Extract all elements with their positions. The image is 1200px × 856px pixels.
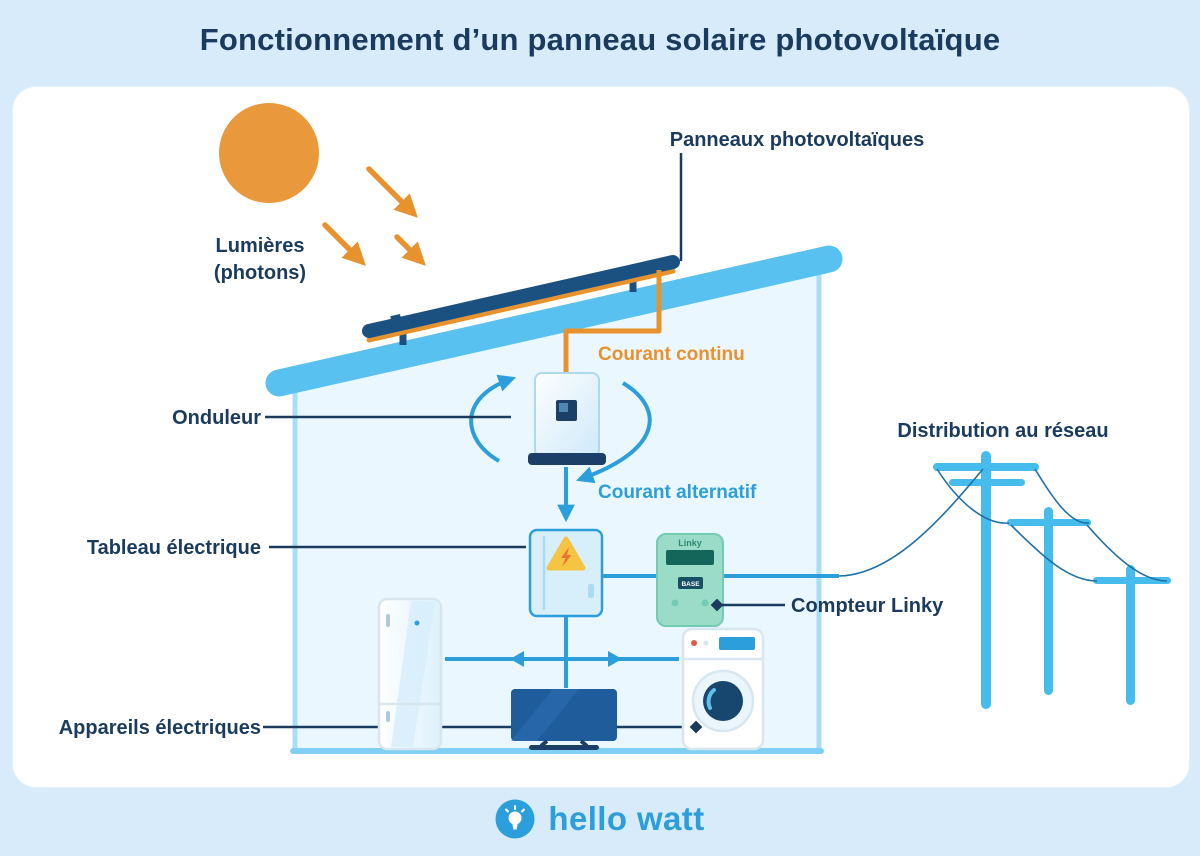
label-lumieres-photons: Lumières (photons) xyxy=(161,233,359,287)
label-tableau-electrique: Tableau électrique xyxy=(86,537,261,559)
diagram-art: Linky BASE xyxy=(219,103,1171,754)
power-poles-icon xyxy=(838,451,1171,709)
label-appareils-electriques: Appareils électriques xyxy=(58,717,261,739)
label-panneaux-photovoltaiques: Panneaux photovoltaïques xyxy=(669,129,925,151)
fridge-icon xyxy=(377,597,443,751)
photon-arrows-icon xyxy=(322,166,426,266)
inverter-icon xyxy=(528,372,606,465)
roof xyxy=(265,245,843,397)
linky-brand-text: Linky xyxy=(678,538,702,548)
label-compteur-linky: Compteur Linky xyxy=(791,595,944,617)
page-title: Fonctionnement d’un panneau solaire phot… xyxy=(199,22,1001,57)
brand-name: hello watt xyxy=(548,800,705,837)
label-lumieres-line2: (photons) xyxy=(213,262,307,284)
linky-meter-icon: Linky BASE xyxy=(656,533,724,627)
hellowatt-logo-icon xyxy=(495,799,535,839)
arrow-right-icon xyxy=(608,651,622,667)
conversion-arrows-icon xyxy=(469,374,652,484)
arrow-left-icon xyxy=(510,651,524,667)
sun-icon xyxy=(219,103,319,203)
linky-button-text: BASE xyxy=(681,581,700,588)
label-distribution-reseau: Distribution au réseau xyxy=(897,420,1109,442)
label-courant-alternatif: Courant alternatif xyxy=(598,482,757,503)
dc-cable xyxy=(563,270,662,377)
label-lumieres-line1: Lumières xyxy=(215,235,305,257)
tv-icon xyxy=(511,689,617,750)
electrical-panel-icon xyxy=(528,528,604,618)
brand-footer: hello watt xyxy=(0,799,1200,839)
washing-machine-icon xyxy=(681,627,765,751)
diagram-card: Linky BASE xyxy=(12,86,1190,788)
distribution-lines xyxy=(445,574,839,688)
solar-panel-icon xyxy=(362,255,680,345)
label-courant-continu: Courant continu xyxy=(598,344,745,365)
label-onduleur: Onduleur xyxy=(172,407,261,429)
